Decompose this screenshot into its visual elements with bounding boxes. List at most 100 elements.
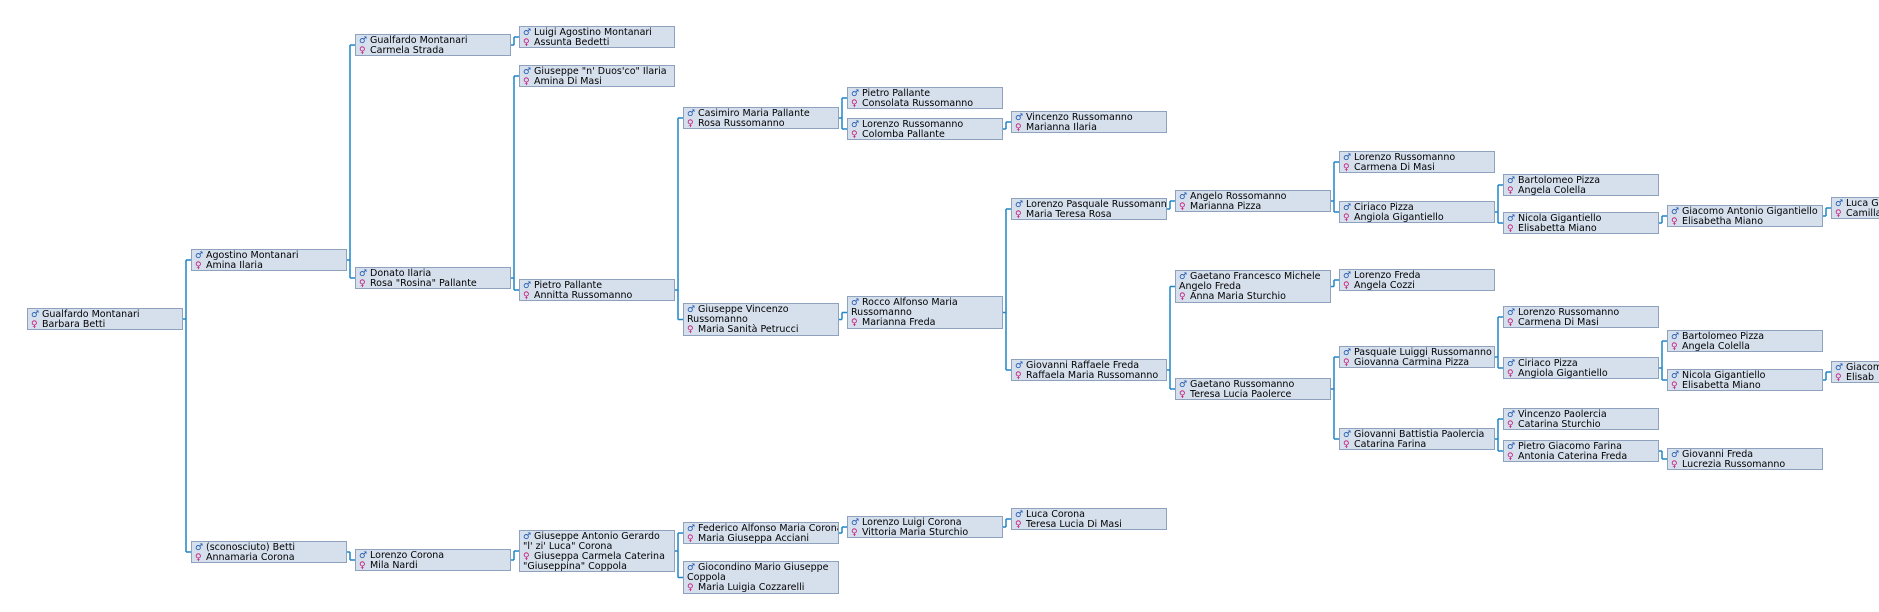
male-icon: ♂	[1507, 308, 1516, 318]
couple-node[interactable]: ♂Vincenzo Russomanno ♀Marianna Ilaria	[1011, 111, 1167, 133]
male-icon: ♂	[687, 524, 696, 534]
wife-name: Assunta Bedetti	[534, 37, 610, 48]
couple-node[interactable]: ♂Gaetano Francesco Michele Angelo Freda …	[1175, 270, 1331, 303]
couple-node[interactable]: ♂Giovanni Freda ♀Lucrezia Russomanno	[1667, 448, 1823, 470]
wife-name: Teresa Lucia Di Masi	[1026, 519, 1122, 530]
wife-name: Amina Ilaria	[206, 260, 263, 271]
couple-node[interactable]: ♂Giuseppe "n' Duos'co" Ilaria ♀Amina Di …	[519, 65, 675, 87]
couple-node[interactable]: ♂Giacomo Antonio Gigantiello ♀Elisabetha…	[1667, 205, 1823, 227]
male-icon: ♂	[1835, 199, 1844, 209]
wife-name: Carmena Di Masi	[1518, 317, 1599, 328]
wife-name: Catarina Sturchio	[1518, 419, 1601, 430]
husband-name: Lorenzo Russomanno	[862, 119, 964, 130]
husband-name: Giacomo Antonio Gigantiello	[1682, 206, 1818, 217]
husband-name: Vincenzo Paolercia	[1518, 409, 1607, 420]
female-icon: ♀	[1015, 210, 1022, 220]
wife-name: Maria Giuseppa Acciani	[698, 533, 810, 544]
couple-node[interactable]: ♂Luca G ♀Camilla	[1831, 197, 1879, 219]
husband-name: Giocondino Mario Giuseppe Coppola	[687, 562, 829, 583]
couple-node[interactable]: ♂Luca Corona ♀Teresa Lucia Di Masi	[1011, 508, 1167, 530]
couple-node[interactable]: ♂Agostino Montanari ♀Amina Ilaria	[191, 249, 347, 271]
female-icon: ♀	[1343, 213, 1350, 223]
couple-node[interactable]: ♂Nicola Gigantiello ♀Elisabetta Miano	[1503, 212, 1659, 234]
couple-node[interactable]: ♂Lorenzo Corona ♀Mila Nardi	[355, 549, 511, 571]
wife-name: Maria Luigia Cozzarelli	[698, 582, 805, 593]
husband-name: Gualfardo Montanari	[370, 35, 468, 46]
couple-node[interactable]: ♂(sconosciuto) Betti ♀Annamaria Corona	[191, 541, 347, 563]
husband-name: Lorenzo Russomanno	[1354, 152, 1456, 163]
male-icon: ♂	[851, 89, 860, 99]
female-icon: ♀	[687, 119, 694, 129]
husband-name: Lorenzo Pasquale Russomanno	[1026, 199, 1167, 210]
couple-node[interactable]: ♂Giuseppe Antonio Gerardo "l' zi' Luca" …	[519, 530, 675, 572]
wife-name: Annamaria Corona	[206, 552, 295, 563]
male-icon: ♂	[1015, 361, 1024, 371]
wife-name: Carmela Strada	[370, 45, 445, 56]
couple-node[interactable]: ♂Casimiro Maria Pallante ♀Rosa Russomann…	[683, 107, 839, 129]
male-icon: ♂	[1671, 207, 1680, 217]
male-icon: ♂	[687, 305, 696, 315]
wife-name: Maria Sanità Petrucci	[698, 324, 799, 335]
couple-node[interactable]: ♂Lorenzo Russomanno ♀Carmena Di Masi	[1503, 306, 1659, 328]
husband-name: Vincenzo Russomanno	[1026, 112, 1133, 123]
female-icon: ♀	[359, 561, 366, 571]
couple-node[interactable]: ♂Lorenzo Russomanno ♀Carmena Di Masi	[1339, 151, 1495, 173]
couple-node[interactable]: ♂Gualfardo Montanari ♀Carmela Strada	[355, 34, 511, 56]
female-icon: ♀	[1343, 281, 1350, 291]
husband-name: Donato Ilaria	[370, 268, 432, 279]
couple-node[interactable]: ♂Pasquale Luiggi Russomanno ♀Giovanna Ca…	[1339, 346, 1495, 368]
couple-node[interactable]: ♂Pietro Pallante ♀Annitta Russomanno	[519, 279, 675, 301]
couple-node[interactable]: ♂Lorenzo Luigi Corona ♀Vittoria Maria St…	[847, 516, 1003, 538]
wife-name: Elisab	[1846, 372, 1875, 383]
couple-node[interactable]: ♂Giovanni Raffaele Freda ♀Raffaela Maria…	[1011, 359, 1167, 381]
male-icon: ♂	[1179, 192, 1188, 202]
male-icon: ♂	[1507, 410, 1516, 420]
couple-node[interactable]: ♂Ciriaco Pizza ♀Angiola Gigantiello	[1503, 357, 1659, 379]
couple-node[interactable]: ♂Giocondino Mario Giuseppe Coppola ♀Mari…	[683, 561, 839, 594]
male-icon: ♂	[195, 251, 204, 261]
couple-node[interactable]: ♂Giovanni Battistia Paolercia ♀Catarina …	[1339, 428, 1495, 450]
couple-node[interactable]: ♂Luigi Agostino Montanari ♀Assunta Bedet…	[519, 26, 675, 48]
male-icon: ♂	[1343, 430, 1352, 440]
husband-name: Gualfardo Montanari	[42, 309, 140, 320]
female-icon: ♀	[195, 553, 202, 563]
couple-node[interactable]: ♂Gualfardo Montanari ♀Barbara Betti	[27, 308, 183, 330]
husband-name: Pietro Pallante	[862, 88, 931, 99]
couple-node[interactable]: ♂Giacom ♀Elisab	[1831, 361, 1879, 383]
female-icon: ♀	[1507, 224, 1514, 234]
couple-node[interactable]: ♂Federico Alfonso Maria Corona ♀Maria Gi…	[683, 522, 839, 544]
husband-name: Giovanni Freda	[1682, 449, 1754, 460]
couple-node[interactable]: ♂Vincenzo Paolercia ♀Catarina Sturchio	[1503, 408, 1659, 430]
male-icon: ♂	[1835, 363, 1844, 373]
couple-node[interactable]: ♂Rocco Alfonso Maria Russomanno ♀Mariann…	[847, 296, 1003, 329]
couple-node[interactable]: ♂Bartolomeo Pizza ♀Angela Colella	[1503, 174, 1659, 196]
female-icon: ♀	[523, 38, 530, 48]
husband-name: (sconosciuto) Betti	[206, 542, 296, 553]
couple-node[interactable]: ♂Lorenzo Pasquale Russomanno ♀Maria Tere…	[1011, 198, 1167, 220]
husband-name: Giovanni Battistia Paolercia	[1354, 429, 1485, 440]
couple-node[interactable]: ♂Angelo Rossomanno ♀Marianna Pizza	[1175, 190, 1331, 212]
male-icon: ♂	[31, 310, 40, 320]
female-icon: ♀	[1507, 318, 1514, 328]
male-icon: ♂	[1343, 153, 1352, 163]
couple-node[interactable]: ♂Donato Ilaria ♀Rosa "Rosina" Pallante	[355, 267, 511, 289]
couple-node[interactable]: ♂Pietro Pallante ♀Consolata Russomanno	[847, 87, 1003, 109]
husband-name: Lorenzo Luigi Corona	[862, 517, 962, 528]
female-icon: ♀	[523, 291, 530, 301]
couple-node[interactable]: ♂Bartolomeo Pizza ♀Angela Colella	[1667, 330, 1823, 352]
couple-node[interactable]: ♂Lorenzo Freda ♀Angela Cozzi	[1339, 269, 1495, 291]
couple-node[interactable]: ♂Lorenzo Russomanno ♀Colomba Pallante	[847, 118, 1003, 140]
wife-name: Marianna Ilaria	[1026, 122, 1097, 133]
couple-node[interactable]: ♂Giuseppe Vincenzo Russomanno ♀Maria San…	[683, 303, 839, 336]
couple-node[interactable]: ♂Gaetano Russomanno ♀Teresa Lucia Paoler…	[1175, 378, 1331, 400]
couple-node[interactable]: ♂Pietro Giacomo Farina ♀Antonia Caterina…	[1503, 440, 1659, 462]
couple-node[interactable]: ♂Ciriaco Pizza ♀Angiola Gigantiello	[1339, 201, 1495, 223]
female-icon: ♀	[359, 46, 366, 56]
wife-name: Anna Maria Sturchio	[1190, 291, 1286, 302]
couple-node[interactable]: ♂Nicola Gigantiello ♀Elisabetta Miano	[1667, 369, 1823, 391]
male-icon: ♂	[1671, 450, 1680, 460]
husband-name: Bartolomeo Pizza	[1518, 175, 1601, 186]
husband-name: Pasquale Luiggi Russomanno	[1354, 347, 1492, 358]
female-icon: ♀	[851, 318, 858, 328]
